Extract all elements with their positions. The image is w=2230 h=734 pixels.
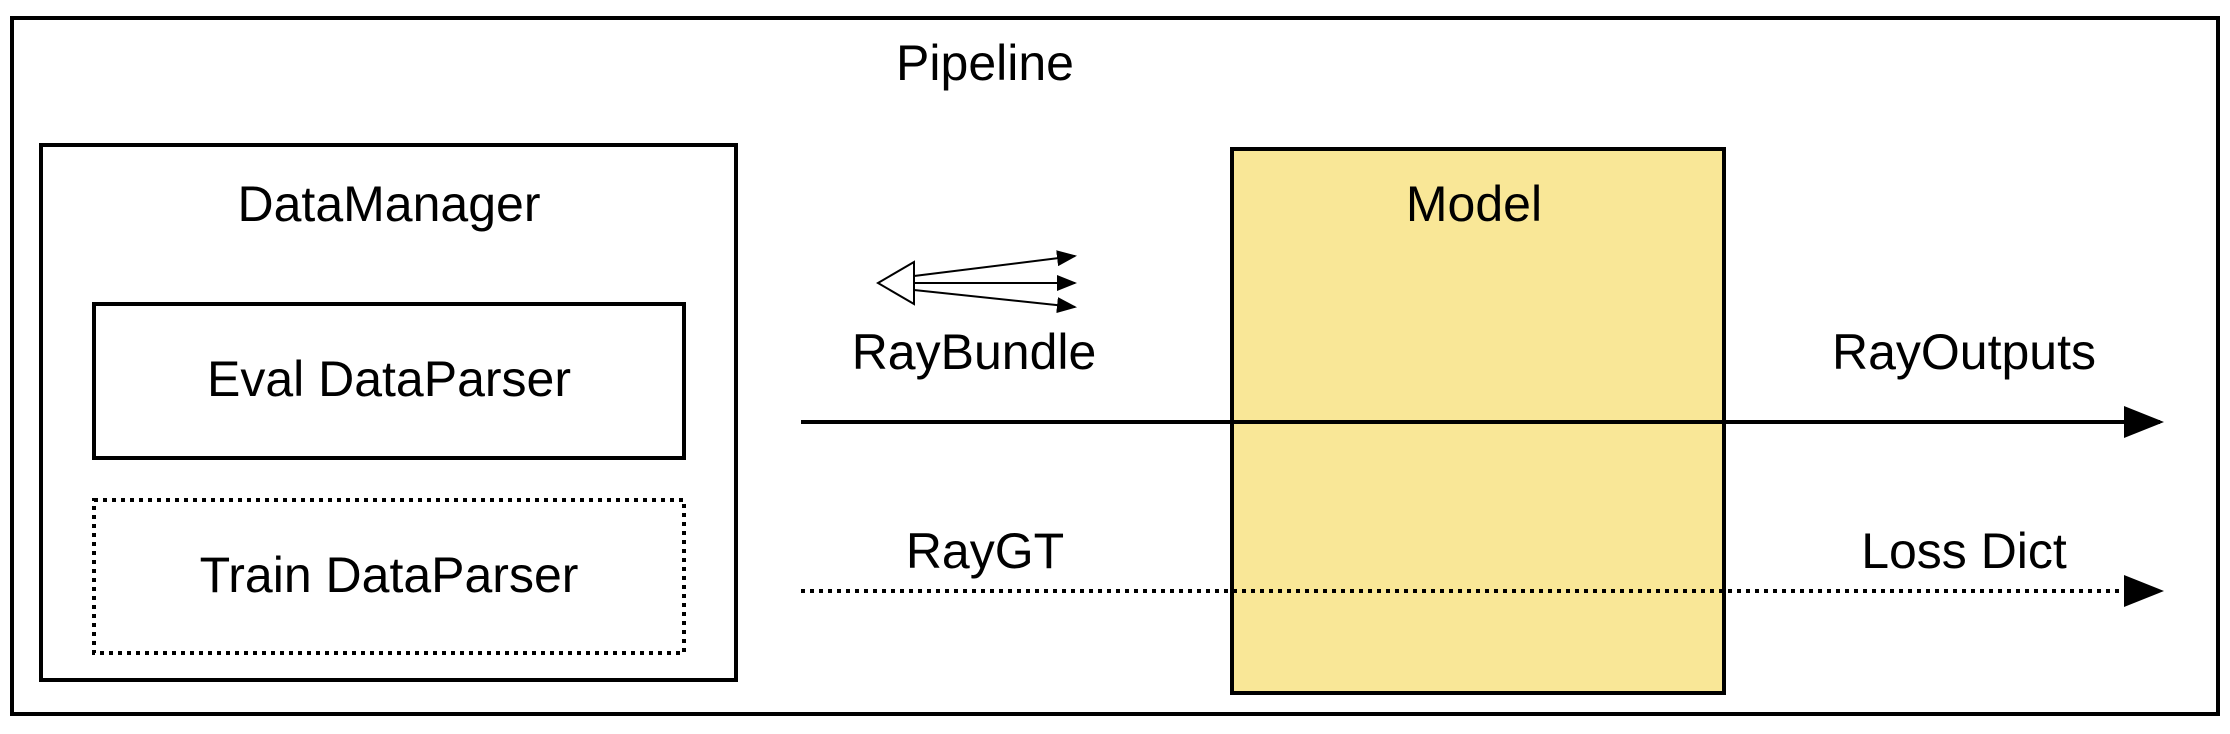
- ray-bundle-label: RayBundle: [852, 324, 1097, 380]
- eval-dataparser-box: [92, 302, 686, 460]
- ray-bundle-icon: [876, 250, 1077, 314]
- model-title: Model: [1406, 176, 1542, 232]
- train-dataparser-label: Train DataParser: [200, 547, 579, 603]
- train-dataparser-box: [92, 498, 686, 655]
- eval-dataparser-label: Eval DataParser: [207, 351, 571, 407]
- ray-outputs-label: RayOutputs: [1832, 324, 2096, 380]
- pipeline-title: Pipeline: [896, 35, 1074, 91]
- ray-gt-label: RayGT: [906, 523, 1064, 579]
- data-manager-title: DataManager: [238, 176, 541, 232]
- loss-dict-label: Loss Dict: [1861, 523, 2067, 579]
